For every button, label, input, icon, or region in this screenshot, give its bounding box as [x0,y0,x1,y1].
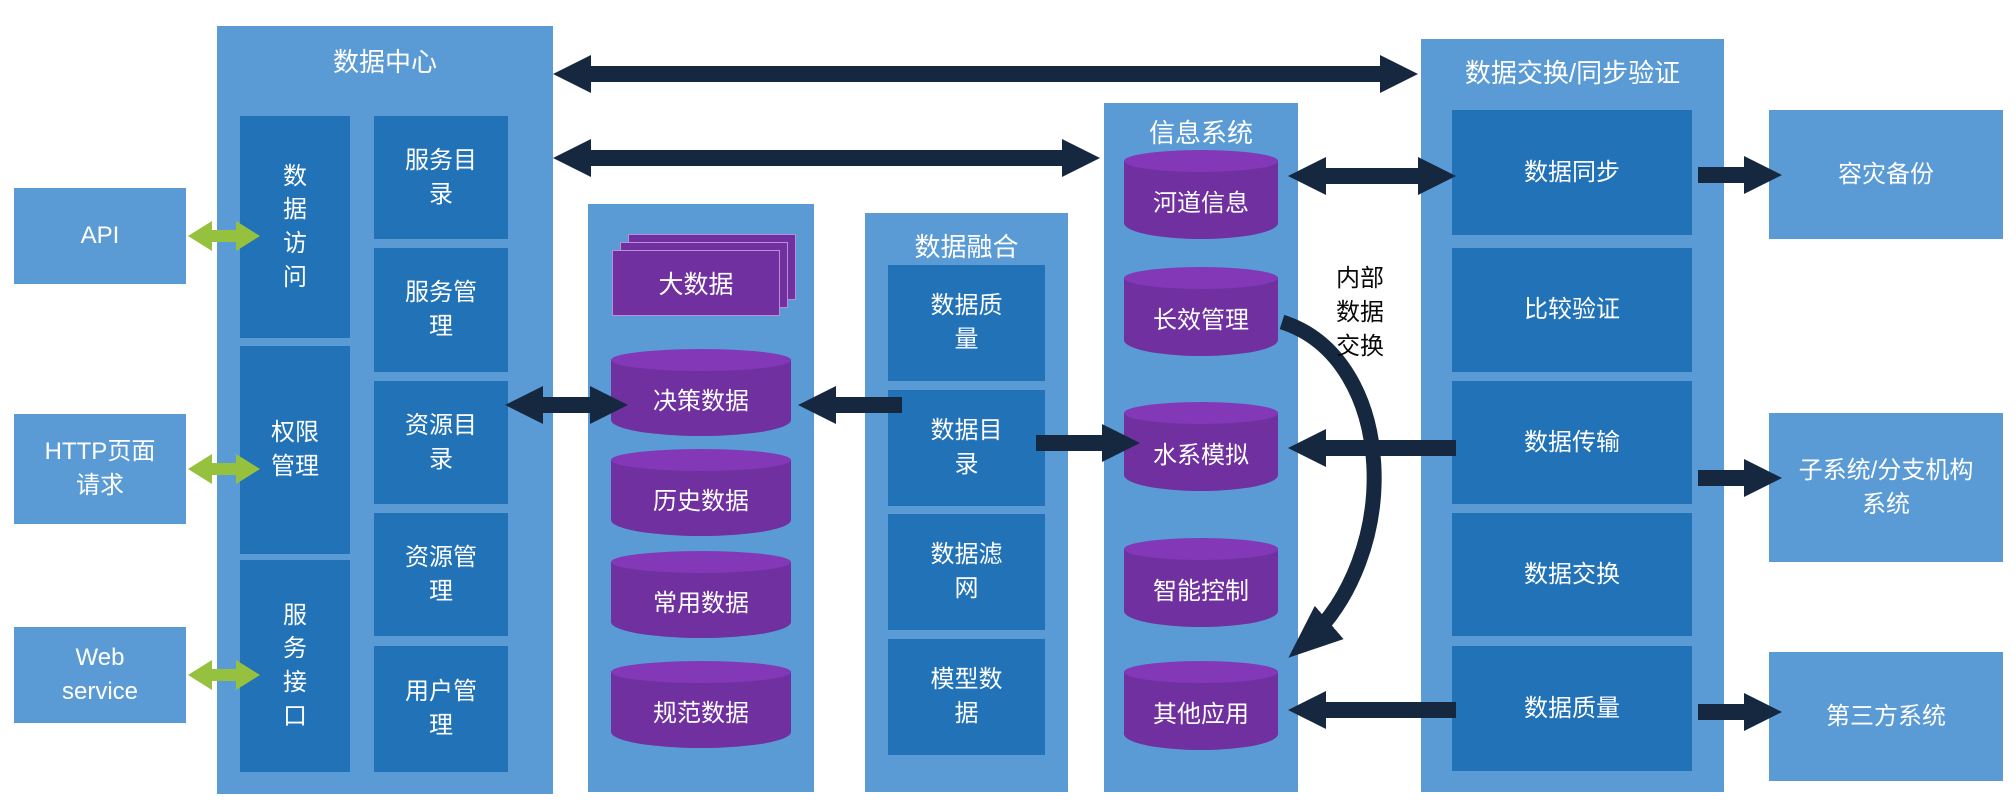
dc-resource-mgmt-box: 资源管理 [374,513,508,636]
internal-exchange-note: 内部数据交换 [1336,265,1384,361]
dc-service-mgmt-label: 服务管理 [405,279,477,340]
fusion-data-quality-box: 数据质量 [888,265,1045,381]
cylinder-other-apps-label: 其他应用 [1153,700,1249,728]
arrow-datacenter-infosys [553,139,1100,177]
fusion-model-data-box: 模型数据 [888,639,1045,755]
info-system-panel: 信息系统 河道信息 长效管理 水系模拟 智能控制 其他应用 [1104,103,1298,792]
exchange-data-transfer-label: 数据传输 [1524,428,1620,456]
big-data-label: 大数据 [658,271,734,299]
exchange-panel: 数据交换/同步验证 数据同步 比较验证 数据传输 数据交换 数据质量 [1421,39,1724,792]
cylinder-river-info-label: 河道信息 [1153,189,1249,217]
cylinder-history-data-label: 历史数据 [653,487,749,515]
cylinder-smart-control-label: 智能控制 [1153,577,1249,605]
data-fusion-panel: 数据融合 数据质量 数据目录 数据滤网 模型数据 [865,213,1068,792]
cylinder-common-data: 常用数据 [611,551,791,638]
dc-resource-mgmt-label: 资源管理 [405,543,477,605]
data-fusion-title: 数据融合 [914,232,1019,262]
output-subsystem-label: 子系统/分支机构系统 [1798,456,1974,518]
dc-permission-label: 权限管理 [271,419,319,480]
cylinder-longterm-mgmt-label: 长效管理 [1153,306,1249,334]
info-system-title: 信息系统 [1148,118,1253,148]
dc-resource-catalog-label: 资源目录 [405,411,477,473]
dc-service-catalog-label: 服务目录 [405,146,477,208]
cylinder-history-data: 历史数据 [611,449,791,536]
input-http-request-label: HTTP页面请求 [44,438,156,499]
exchange-data-sync-box: 数据同步 [1452,110,1692,235]
cylinder-water-simulation: 水系模拟 [1124,402,1278,491]
cylinder-common-data-label: 常用数据 [653,589,749,617]
input-api: API [14,188,186,284]
input-web-service-label: Web service [61,644,139,705]
input-api-label: API [80,222,120,250]
dc-service-catalog-box: 服务目录 [374,116,508,239]
exchange-title: 数据交换/同步验证 [1464,58,1681,88]
big-data-stack-front: 大数据 [612,250,780,316]
exchange-compare-verify-label: 比较验证 [1524,296,1620,324]
exchange-data-sync-label: 数据同步 [1524,158,1620,186]
cylinder-other-apps: 其他应用 [1124,661,1278,750]
exchange-data-transfer-box: 数据传输 [1452,381,1692,504]
exchange-data-quality-box: 数据质量 [1452,646,1692,771]
data-center-panel: 数据中心 数据访问 权限管理 服务接口 服务目录 服务管理 资源目录 资源管理 … [217,26,553,794]
arrow-datacenter-exchange [553,55,1418,93]
exchange-data-exchange-box: 数据交换 [1452,513,1692,636]
fusion-data-catalog-box: 数据目录 [888,390,1045,506]
dc-permission-box: 权限管理 [240,346,350,554]
exchange-compare-verify-box: 比较验证 [1452,248,1692,372]
big-data-panel: 大数据 决策数据 历史数据 常用数据 规范数据 [588,204,814,792]
dc-service-interface-box: 服务接口 [240,560,350,772]
input-web-service: Web service [14,627,186,723]
fusion-data-quality-label: 数据质量 [930,292,1003,353]
cylinder-decision-data: 决策数据 [611,349,791,436]
cylinder-smart-control: 智能控制 [1124,538,1278,627]
data-center-title: 数据中心 [332,47,437,77]
dc-user-mgmt-box: 用户管理 [374,646,508,772]
dc-data-access-label: 数据访问 [283,162,307,291]
input-http-request: HTTP页面请求 [14,414,186,524]
output-subsystem: 子系统/分支机构系统 [1769,413,2003,562]
cylinder-river-info: 河道信息 [1124,150,1278,239]
dc-resource-catalog-box: 资源目录 [374,381,508,504]
dc-data-access-box: 数据访问 [240,116,350,338]
fusion-model-data-label: 模型数据 [930,666,1003,727]
exchange-data-exchange-label: 数据交换 [1524,560,1620,588]
fusion-data-filter-label: 数据滤网 [930,541,1003,602]
fusion-data-filter-box: 数据滤网 [888,514,1045,630]
cylinder-longterm-mgmt: 长效管理 [1124,267,1278,356]
cylinder-standard-data: 规范数据 [611,661,791,748]
output-disaster-backup-label: 容灾备份 [1838,160,1934,188]
dc-user-mgmt-label: 用户管理 [405,678,477,739]
dc-service-mgmt-box: 服务管理 [374,248,508,372]
cylinder-water-simulation-label: 水系模拟 [1153,441,1249,469]
dc-service-interface-label: 服务接口 [283,601,307,730]
fusion-data-catalog-label: 数据目录 [930,417,1003,478]
cylinder-decision-data-label: 决策数据 [653,387,749,415]
cylinder-standard-data-label: 规范数据 [653,699,749,727]
exchange-data-quality-label: 数据质量 [1524,694,1620,722]
output-disaster-backup: 容灾备份 [1769,110,2003,239]
output-third-party-label: 第三方系统 [1826,702,1946,730]
output-third-party: 第三方系统 [1769,652,2003,781]
